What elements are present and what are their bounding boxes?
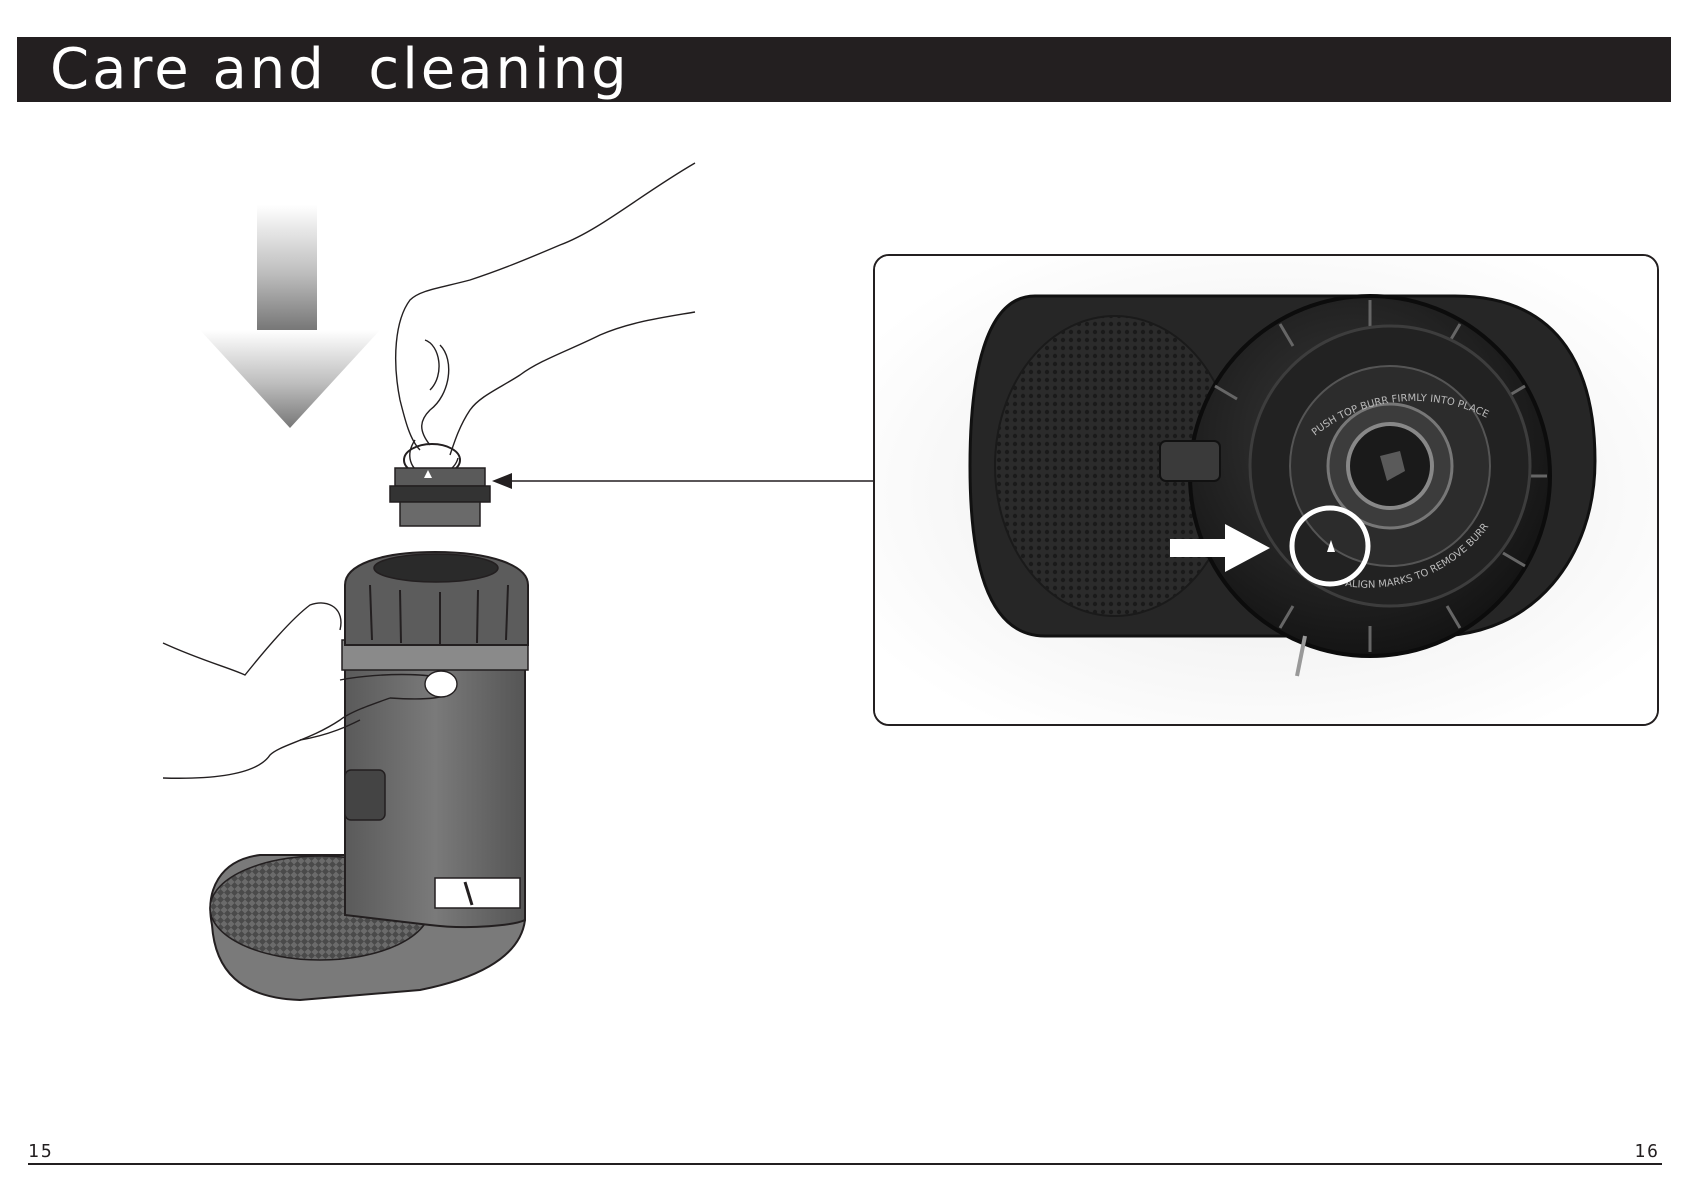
burr-closeup-photo: PUSH TOP BURR FIRMLY INTO PLACE ALIGN MA… [875, 256, 1659, 726]
grinder-illustration [0, 0, 900, 1060]
upper-hand [396, 163, 695, 476]
page-number-right: 16 [1634, 1141, 1660, 1162]
callout-pointer [492, 473, 873, 489]
footer-rule [28, 1163, 1662, 1165]
down-arrow-icon [200, 205, 380, 428]
grinder-body [210, 552, 528, 1000]
page-number-left: 15 [28, 1141, 54, 1162]
callout-frame: PUSH TOP BURR FIRMLY INTO PLACE ALIGN MA… [873, 254, 1659, 726]
top-burr [390, 444, 490, 526]
